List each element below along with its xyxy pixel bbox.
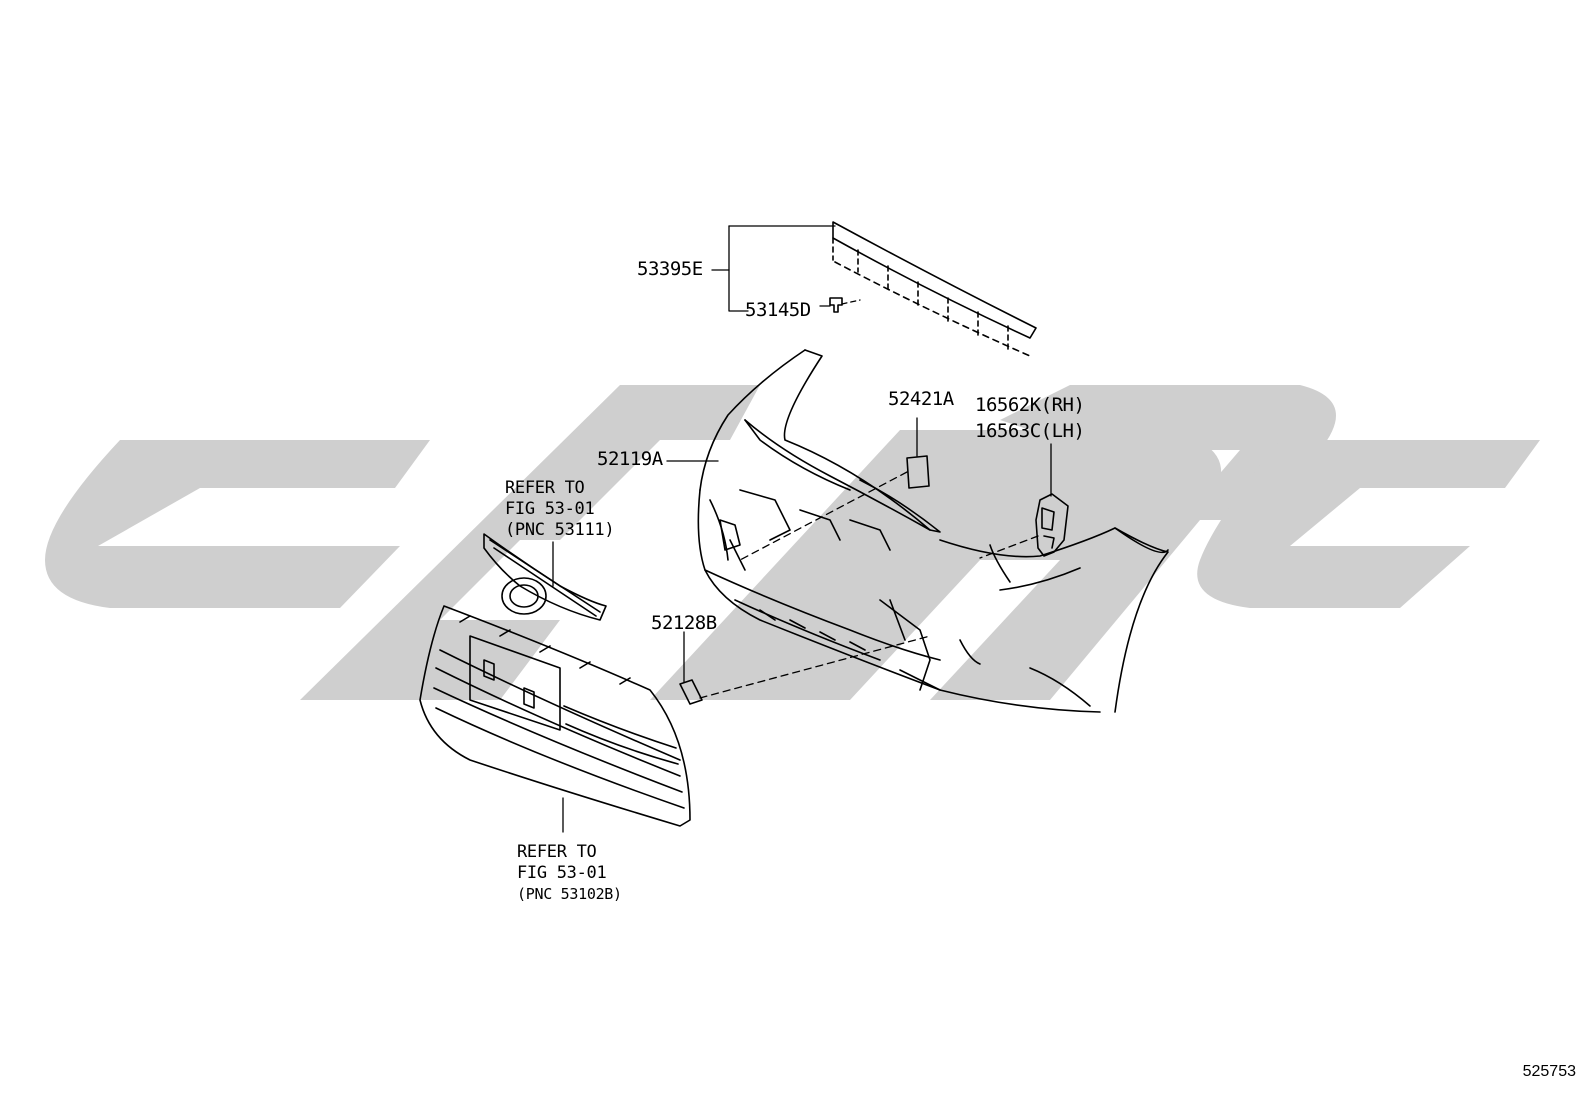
upper-grille — [483, 533, 607, 621]
part-label-53145D[interactable]: 53145D — [745, 299, 811, 321]
lower-grille — [419, 605, 691, 827]
part-label-52128B[interactable]: 52128B — [651, 612, 717, 634]
part-label-16562K[interactable]: 16562K(RH) — [975, 394, 1085, 416]
line-art — [419, 221, 1169, 833]
part-label-16563C[interactable]: 16563C(LH) — [975, 420, 1085, 442]
leader-lines — [552, 225, 1052, 833]
part-label-52119A[interactable]: 52119A — [597, 448, 663, 470]
reference-line: REFER TO — [505, 478, 585, 498]
reference-line: FIG 53-01 — [505, 499, 595, 519]
diagram-id: 525753 — [1522, 1063, 1576, 1080]
reference-upper-grille[interactable]: REFER TO FIG 53-01 (PNC 53111) — [505, 478, 615, 541]
reference-line: (PNC 53102B) — [517, 885, 622, 903]
pad-52421A — [906, 455, 930, 489]
upper-garnish-strip — [832, 221, 1037, 357]
retainer-52128B — [679, 679, 703, 705]
clip-53145D — [829, 297, 843, 313]
reference-line: (PNC 53111) — [505, 520, 615, 540]
reference-line: REFER TO — [517, 842, 597, 862]
part-label-52421A[interactable]: 52421A — [888, 388, 954, 410]
side-bracket — [1035, 493, 1069, 557]
bumper-cover — [697, 349, 1169, 713]
watermark-logo — [45, 385, 1540, 700]
part-label-53395E[interactable]: 53395E — [637, 258, 703, 280]
reference-line: FIG 53-01 — [517, 863, 607, 883]
reference-lower-grille[interactable]: REFER TO FIG 53-01 (PNC 53102B) — [517, 842, 622, 905]
